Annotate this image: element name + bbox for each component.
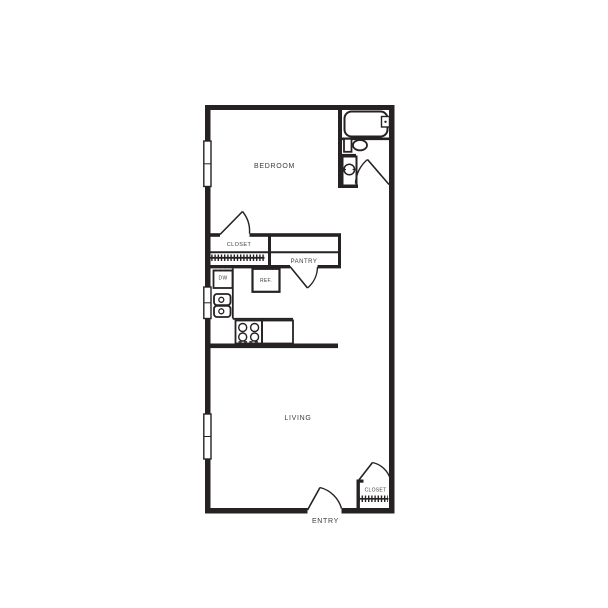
entry-door-icon [306,486,343,511]
bedroom-closet: CLOSET [205,210,341,261]
bathroom [338,110,391,188]
bathroom-door-icon [354,158,390,186]
toilet-icon [343,137,368,153]
kitchen-counter-right [261,319,294,345]
pantry-right-wall [338,235,341,268]
pantry-bottom-wall-right [317,265,341,269]
right-wall [389,105,395,513]
top-wall [205,105,394,110]
closet-pantry-top-wall [249,233,341,237]
vanity-sink-icon [341,153,358,187]
kitchen: DW REF. [205,267,338,349]
closet-wall-left-segment [205,233,220,237]
entry-closet-top-wall-segment [356,479,364,483]
dishwasher-label: DW [219,276,228,282]
closet-door-icon [219,210,251,236]
pantry-bottom-wall-left [205,265,290,269]
bedroom-window-icon [203,140,212,188]
entry-closet-door-icon [357,461,392,481]
bathtub-icon [343,110,391,138]
entry-closet-label: CLOSET [365,488,387,494]
entry-label: ENTRY [312,518,339,525]
stove-icon [234,319,263,345]
bottom-wall-right [341,508,395,514]
pantry: PANTRY [205,235,341,289]
refrigerator-icon: REF. [251,267,281,293]
bedroom-closet-label: CLOSET [227,242,252,248]
kitchen-sink-icon [213,293,232,318]
closet-pantry-divider-wall [268,235,271,268]
entry-closet: CLOSET [356,461,392,513]
entry: ENTRY [306,486,343,525]
pantry-door-icon [289,265,319,289]
bedroom-label: BEDROOM [254,163,295,170]
closet-rod-icon [206,254,265,261]
refrigerator-label: REF. [260,278,272,284]
living-window-icon [203,413,212,460]
kitchen-window-icon [203,286,212,320]
entry-closet-left-wall [356,479,360,513]
dishwasher-icon: DW [212,269,234,289]
bathroom-left-wall [338,110,342,188]
pantry-label: PANTRY [291,259,318,265]
living-label: LIVING [284,415,311,422]
entry-closet-rod-icon [358,495,389,502]
bottom-wall-left [205,508,308,514]
kitchen-bottom-wall [205,343,338,349]
